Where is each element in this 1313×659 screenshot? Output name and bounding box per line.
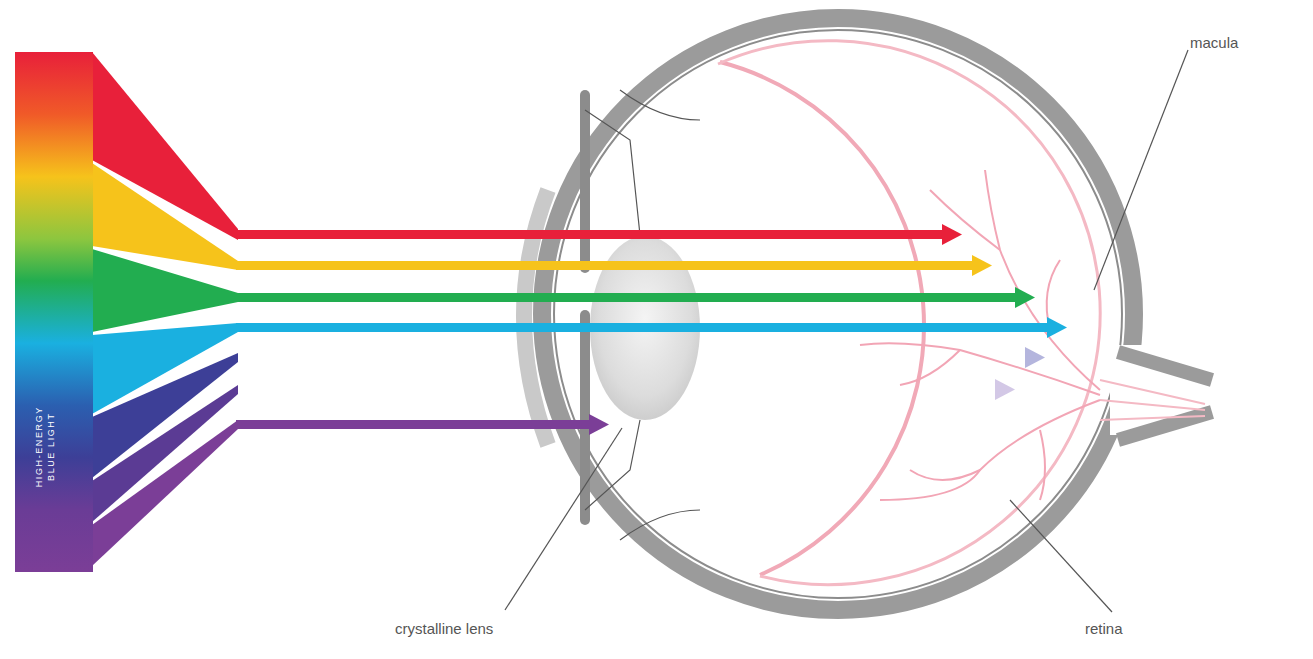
part-label: macula xyxy=(1190,34,1238,51)
part-label: crystalline lens xyxy=(395,620,493,637)
part-label: retina xyxy=(1085,620,1123,637)
spectrum-caption: HIGH-ENERGY BLUE LIGHT xyxy=(34,397,57,497)
light-rays xyxy=(236,224,1067,435)
leader-lines xyxy=(505,50,1188,612)
spectrum-bar: HIGH-ENERGY BLUE LIGHT xyxy=(15,52,93,572)
spectrum-fan xyxy=(92,52,238,566)
blood-vessels xyxy=(860,170,1100,500)
eyeball xyxy=(524,18,1220,610)
